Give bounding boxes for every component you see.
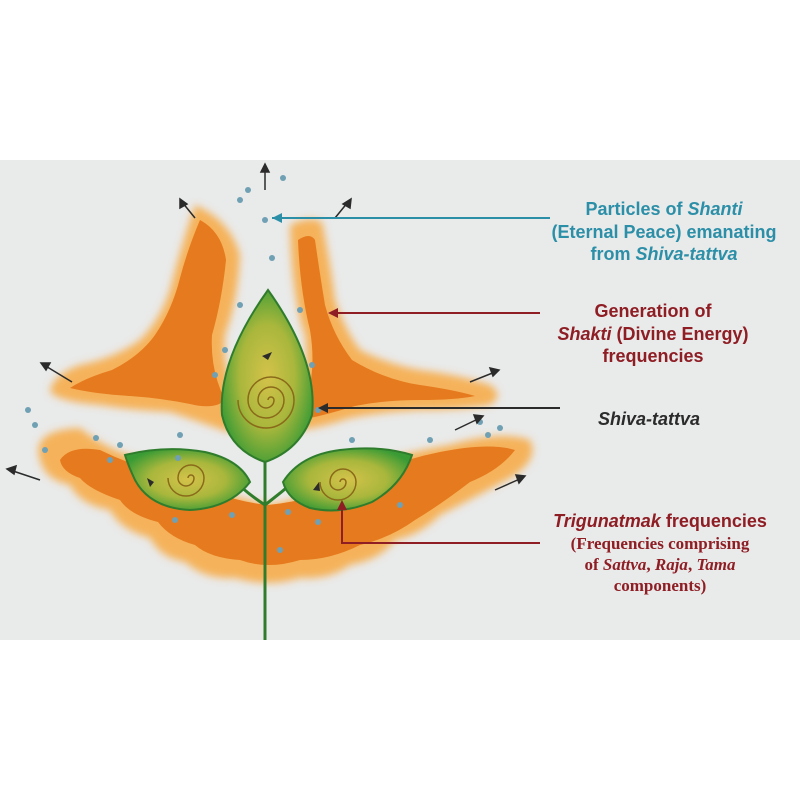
right-leaf (281, 447, 414, 512)
left-flame (50, 205, 243, 432)
diagram-canvas (5, 162, 560, 640)
shakti-pointer-arrowhead (328, 308, 338, 318)
left-leaf (123, 448, 252, 512)
emanation-arrows (5, 162, 527, 491)
label-pointers (272, 213, 560, 544)
shanti-pointer-arrowhead (272, 213, 282, 223)
shanti-particles (25, 175, 503, 553)
shakti-label: Generation of Shakti (Divine Energy) fre… (557, 301, 749, 366)
right-flame (290, 219, 498, 430)
shanti-label: Particles of Shanti (Eternal Peace) eman… (551, 199, 777, 264)
central-leaf (220, 288, 314, 464)
trigunatmak-pointer-arrowhead (337, 500, 347, 510)
trigunatmak-label: Trigunatmak frequencies (Frequencies com… (553, 511, 767, 595)
diagram-figure: Particles of Shanti (Eternal Peace) eman… (0, 160, 800, 640)
shiva-tattva-label: Shiva-tattva (597, 409, 701, 429)
shiva-pointer-arrowhead (318, 403, 328, 413)
